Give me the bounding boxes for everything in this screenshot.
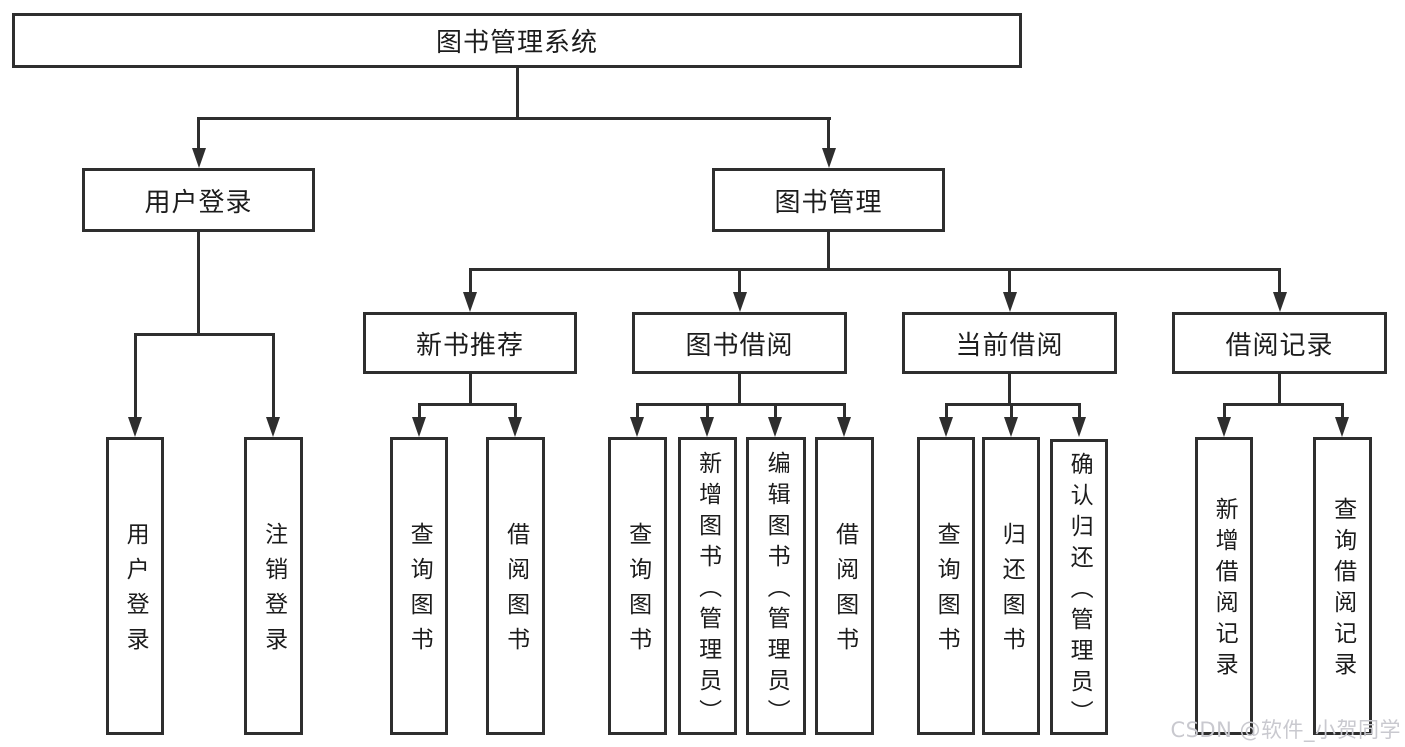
leaf-current-query-book-label: 查询图书	[933, 522, 960, 662]
node-user-login: 用户登录	[82, 168, 315, 232]
connector-current-drop-2	[1009, 403, 1013, 419]
node-current-borrow-label: 当前借阅	[955, 330, 1064, 361]
leaf-add-borrow-record: 新增借阅记录	[1195, 437, 1253, 735]
leaf-borrow-query-book: 查询图书	[608, 437, 667, 735]
connector-mgmt-drop-4	[1278, 268, 1281, 296]
node-new-book-recommend: 新书推荐	[363, 312, 577, 374]
connector-recommend-trunk	[468, 374, 472, 406]
connector-recommend-drop-2	[513, 403, 517, 419]
connector-mgmt-drop-2	[738, 268, 741, 296]
connector-login-drop-2	[271, 333, 275, 419]
connector-login-drop-1	[133, 333, 137, 419]
leaf-confirm-return-admin-label: 确认归还（管理员）	[1066, 451, 1093, 731]
connector-current-drop-1	[944, 403, 948, 419]
node-book-borrow-label: 图书借阅	[685, 330, 794, 361]
leaf-borrow-query-book-label: 查询图书	[624, 522, 651, 662]
connector-root-hline	[197, 117, 831, 120]
arrow-down-icon	[1002, 292, 1017, 312]
connector-borrow-drop-3	[773, 403, 777, 419]
connector-current-trunk	[1008, 374, 1011, 406]
leaf-query-borrow-record: 查询借阅记录	[1313, 437, 1372, 735]
csdn-watermark: CSDN @软件_小贺同学	[1170, 718, 1401, 742]
connector-root-trunk	[515, 67, 519, 119]
node-user-login-label: 用户登录	[144, 187, 253, 218]
arrow-down-icon	[1072, 417, 1086, 437]
arrow-down-icon	[128, 417, 142, 437]
connector-records-drop-2	[1340, 403, 1344, 419]
leaf-recommend-borrow-book-label: 借阅图书	[502, 522, 529, 662]
connector-recommend-hline	[417, 403, 517, 406]
node-new-book-recommend-label: 新书推荐	[415, 330, 524, 361]
connector-login-hline	[133, 333, 275, 336]
arrow-down-icon	[508, 417, 522, 437]
leaf-query-borrow-record-label: 查询借阅记录	[1329, 497, 1356, 683]
arrow-down-icon	[412, 417, 426, 437]
arrow-down-icon	[266, 417, 280, 437]
arrow-down-icon	[1004, 417, 1018, 437]
node-current-borrow: 当前借阅	[902, 312, 1117, 374]
connector-records-hline	[1222, 403, 1344, 406]
connector-borrow-drop-2	[705, 403, 709, 419]
arrow-down-icon	[1335, 417, 1349, 437]
leaf-edit-book-admin: 编辑图书（管理员）	[746, 437, 806, 735]
leaf-return-book-label: 归还图书	[998, 522, 1025, 662]
leaf-add-book-admin: 新增图书（管理员）	[678, 437, 737, 735]
connector-root-drop-mgmt	[827, 117, 830, 150]
node-book-management-label: 图书管理	[774, 187, 883, 218]
connector-records-trunk	[1278, 374, 1281, 406]
arrow-down-icon	[821, 148, 836, 168]
arrow-down-icon	[1217, 417, 1231, 437]
node-book-borrow: 图书借阅	[632, 312, 847, 374]
connector-mgmt-hline	[468, 268, 1281, 271]
connector-borrow-trunk	[738, 374, 741, 406]
connector-mgmt-trunk	[826, 232, 830, 271]
connector-recommend-drop-1	[417, 403, 421, 419]
arrow-down-icon	[1272, 292, 1287, 312]
arrow-down-icon	[191, 148, 206, 168]
leaf-recommend-borrow-book: 借阅图书	[486, 437, 545, 735]
leaf-edit-book-admin-label: 编辑图书（管理员）	[763, 450, 790, 730]
connector-root-drop-login	[197, 117, 200, 150]
arrow-down-icon	[463, 292, 477, 312]
arrow-down-icon	[700, 417, 714, 437]
connector-borrow-hline	[635, 403, 846, 406]
node-borrow-records-label: 借阅记录	[1225, 330, 1334, 361]
leaf-recommend-query-book-label: 查询图书	[406, 522, 433, 662]
arrow-down-icon	[732, 292, 747, 312]
arrow-down-icon	[939, 417, 953, 437]
leaf-current-query-book: 查询图书	[917, 437, 975, 735]
leaf-add-borrow-record-label: 新增借阅记录	[1211, 497, 1238, 683]
node-book-management: 图书管理	[712, 168, 945, 232]
arrow-down-icon	[630, 417, 644, 437]
leaf-confirm-return-admin: 确认归还（管理员）	[1050, 439, 1108, 735]
connector-borrow-drop-4	[842, 403, 846, 419]
connector-mgmt-drop-1	[468, 268, 472, 296]
node-borrow-records: 借阅记录	[1172, 312, 1387, 374]
connector-borrow-drop-1	[635, 403, 639, 419]
node-root-label: 图书管理系统	[435, 28, 598, 58]
leaf-logout-label: 注销登录	[260, 522, 287, 662]
connector-current-drop-3	[1077, 403, 1081, 419]
connector-mgmt-drop-3	[1008, 268, 1011, 296]
leaf-logout: 注销登录	[244, 437, 303, 735]
leaf-user-login: 用户登录	[106, 437, 164, 735]
leaf-borrow-book-label: 借阅图书	[831, 522, 858, 662]
leaf-return-book: 归还图书	[982, 437, 1040, 735]
node-root: 图书管理系统	[12, 13, 1022, 68]
connector-current-hline	[944, 403, 1081, 406]
arrow-down-icon	[837, 417, 851, 437]
connector-records-drop-1	[1222, 403, 1226, 419]
connector-login-trunk	[196, 232, 200, 336]
arrow-down-icon	[768, 417, 782, 437]
leaf-recommend-query-book: 查询图书	[390, 437, 448, 735]
leaf-borrow-book: 借阅图书	[815, 437, 874, 735]
leaf-user-login-label: 用户登录	[122, 522, 149, 662]
leaf-add-book-admin-label: 新增图书（管理员）	[694, 450, 721, 730]
